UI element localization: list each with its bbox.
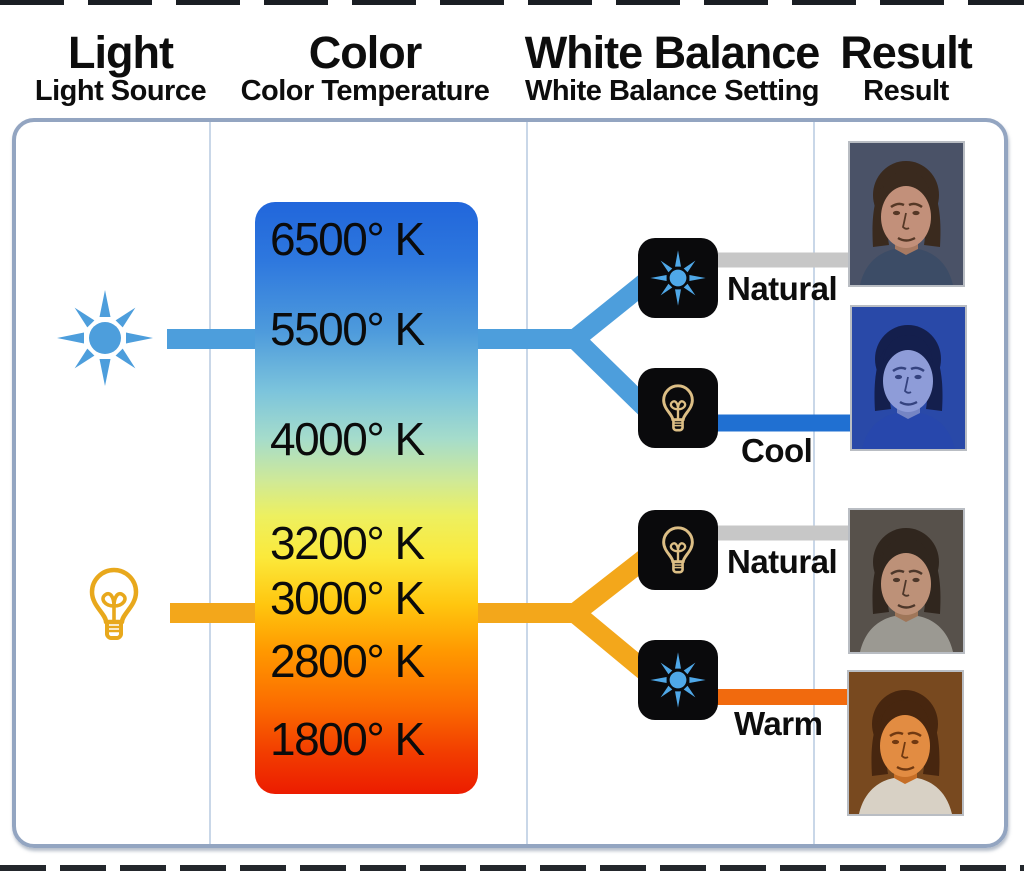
- daylight-sun-icon: [57, 290, 153, 386]
- column-title: Color: [308, 27, 423, 78]
- setting-label-warm: Warm: [734, 705, 823, 742]
- column-subtitle: Light Source: [34, 74, 207, 107]
- column-divider: [209, 122, 211, 844]
- sun-icon: [650, 250, 706, 306]
- result-photo-daylight-natural: [848, 141, 965, 287]
- column-header-result: Result Result: [826, 27, 986, 107]
- wb-setting-tungsten-tile: [638, 368, 718, 448]
- tungsten-bulb-icon: [89, 567, 139, 640]
- portrait-illustration: [849, 672, 962, 814]
- bulb-icon: [662, 526, 694, 574]
- diagram-panel: [12, 118, 1008, 848]
- column-divider: [813, 122, 815, 844]
- column-subtitle: Result: [863, 74, 949, 107]
- temp-label-3000k: 3000° K: [270, 572, 425, 624]
- temperature-gradient-bar: 6500° K 5500° K 4000° K 3200° K 3000° K …: [255, 202, 478, 794]
- column-subtitle: Color Temperature: [240, 74, 490, 107]
- column-header-light: Light Light Source: [28, 27, 213, 107]
- result-photo-tungsten-natural: [848, 508, 965, 654]
- result-photo-tungsten-warm: [847, 670, 964, 816]
- setting-label-cool: Cool: [741, 432, 813, 469]
- sun-icon: [650, 652, 706, 708]
- temp-label-3200k: 3200° K: [270, 517, 425, 569]
- portrait-illustration: [850, 143, 963, 285]
- column-subtitle: White Balance Setting: [524, 74, 820, 107]
- column-divider: [526, 122, 528, 844]
- portrait-illustration: [852, 307, 965, 449]
- column-title: White Balance: [524, 27, 821, 78]
- top-edge-artifact: [0, 0, 1024, 5]
- temp-label-6500k: 6500° K: [270, 213, 425, 265]
- wb-setting-tungsten-tile: [638, 510, 718, 590]
- wb-setting-daylight-tile: [638, 238, 718, 318]
- setting-label-natural-daylight: Natural: [727, 270, 838, 307]
- wb-setting-daylight-tile: [638, 640, 718, 720]
- setting-label-natural-tungsten: Natural: [727, 543, 838, 580]
- bulb-icon: [662, 384, 694, 432]
- temp-label-4000k: 4000° K: [270, 413, 425, 465]
- column-header-white-balance: White Balance White Balance Setting: [510, 27, 834, 107]
- column-title: Light: [68, 27, 174, 78]
- column-title: Result: [840, 27, 973, 78]
- bottom-edge-artifact: [0, 865, 1024, 871]
- column-header-color: Color Color Temperature: [225, 27, 505, 107]
- temp-label-5500k: 5500° K: [270, 303, 425, 355]
- temp-label-1800k: 1800° K: [270, 713, 425, 765]
- temp-label-2800k: 2800° K: [270, 635, 425, 687]
- portrait-illustration: [850, 510, 963, 652]
- result-photo-daylight-cool: [850, 305, 967, 451]
